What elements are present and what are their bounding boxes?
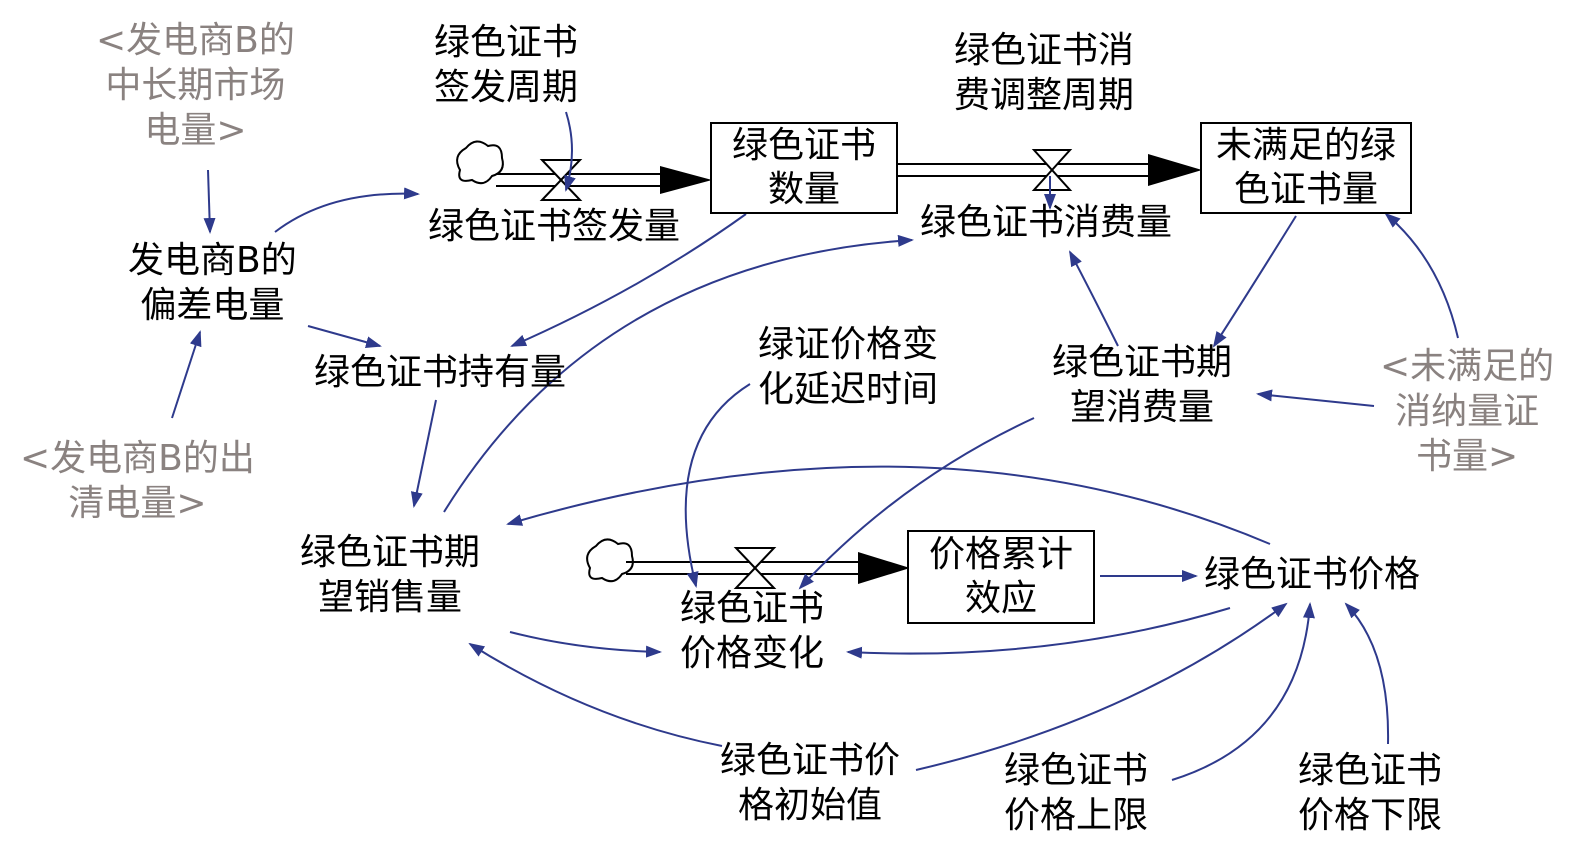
shadow-line: 中长期市场: [105, 65, 286, 106]
var-line: 绿色证书: [1004, 750, 1149, 791]
shadow-line: 消纳量证: [1395, 391, 1540, 432]
var-price-lower[interactable]: 绿色证书 价格下限: [1298, 748, 1442, 838]
price-change-pipe: [586, 538, 910, 589]
var-line: 绿证价格变: [758, 324, 939, 365]
var-line: 望销售量: [318, 577, 463, 618]
var-expected-consume[interactable]: 绿色证书期 望消费量: [1052, 340, 1232, 430]
stock-line: 数量: [767, 169, 840, 210]
var-issue-period[interactable]: 绿色证书 签发周期: [434, 20, 578, 110]
flow-consume[interactable]: 绿色证书消费量: [920, 200, 1172, 245]
flow-price-change-label: 价格变化: [680, 633, 825, 674]
var-line: 价格上限: [1004, 795, 1149, 836]
shadow-line: <未满足的: [1380, 346, 1555, 387]
consume-pipe: [898, 149, 1202, 191]
stock-line: 价格累计: [928, 534, 1073, 575]
shadow-line: <发电商B的: [96, 20, 295, 61]
shadow-line: 清电量>: [68, 483, 207, 524]
var-expected-sales[interactable]: 绿色证书期 望销售量: [300, 530, 480, 620]
var-line: 望消费量: [1070, 387, 1215, 428]
causal-links: [171, 111, 1459, 781]
stock-unmet-cert[interactable]: 未满足的绿 色证书量: [1200, 122, 1412, 214]
var-line: 化延迟时间: [758, 369, 939, 410]
var-line: 绿色证书: [1298, 750, 1443, 791]
issue-pipe: [456, 140, 712, 201]
var-price-delay[interactable]: 绿证价格变 化延迟时间: [758, 322, 938, 412]
var-line: 费调整周期: [954, 75, 1135, 116]
flow-issue-label: 绿色证书签发量: [428, 206, 681, 247]
flow-price-change[interactable]: 绿色证书 价格变化: [680, 586, 824, 676]
cloud-source-icon: [586, 538, 634, 583]
var-line: 绿色证书价: [720, 740, 901, 781]
shadow-clearing[interactable]: <发电商B的出 清电量>: [20, 436, 255, 526]
var-line: 绿色证书期: [1052, 342, 1233, 383]
stock-line: 色证书量: [1233, 169, 1378, 210]
var-line: 发电商B的: [128, 240, 297, 281]
stock-price-effect[interactable]: 价格累计 效应: [907, 530, 1095, 624]
var-line: 绿色证书消: [954, 30, 1135, 71]
var-line: 格初始值: [738, 785, 883, 826]
var-line: 签发周期: [434, 67, 579, 108]
stock-cert-count[interactable]: 绿色证书 数量: [710, 122, 898, 214]
var-price-upper[interactable]: 绿色证书 价格上限: [1004, 748, 1148, 838]
shadow-line: <发电商B的出: [20, 438, 255, 479]
var-line: 绿色证书期: [300, 532, 481, 573]
stock-line: 绿色证书: [731, 125, 876, 166]
consume-valve-icon[interactable]: [1031, 149, 1073, 191]
flow-price-change-label: 绿色证书: [680, 588, 825, 629]
cloud-source-icon: [456, 140, 504, 185]
var-consume-adjust[interactable]: 绿色证书消 费调整周期: [954, 28, 1134, 118]
price-change-valve-icon[interactable]: [733, 547, 777, 589]
var-price[interactable]: 绿色证书价格: [1204, 552, 1420, 597]
var-holding[interactable]: 绿色证书持有量: [314, 350, 566, 395]
flow-issue[interactable]: 绿色证书签发量: [428, 204, 680, 249]
var-line: 绿色证书: [434, 22, 579, 63]
var-line: 偏差电量: [140, 285, 285, 326]
issue-valve-icon[interactable]: [539, 159, 583, 201]
shadow-mid-long-market[interactable]: <发电商B的 中长期市场 电量>: [96, 18, 295, 153]
stock-line: 未满足的绿: [1215, 125, 1396, 166]
shadow-unmet-absorb[interactable]: <未满足的 消纳量证 书量>: [1380, 344, 1554, 479]
shadow-line: 书量>: [1416, 436, 1519, 477]
var-line: 价格下限: [1298, 795, 1443, 836]
var-deviation[interactable]: 发电商B的 偏差电量: [128, 238, 297, 328]
var-line: 绿色证书持有量: [314, 352, 567, 393]
flow-consume-label: 绿色证书消费量: [920, 202, 1173, 243]
stock-line: 效应: [964, 578, 1037, 619]
shadow-line: 电量>: [144, 110, 247, 151]
var-price-initial[interactable]: 绿色证书价 格初始值: [720, 738, 900, 828]
var-line: 绿色证书价格: [1204, 554, 1421, 595]
